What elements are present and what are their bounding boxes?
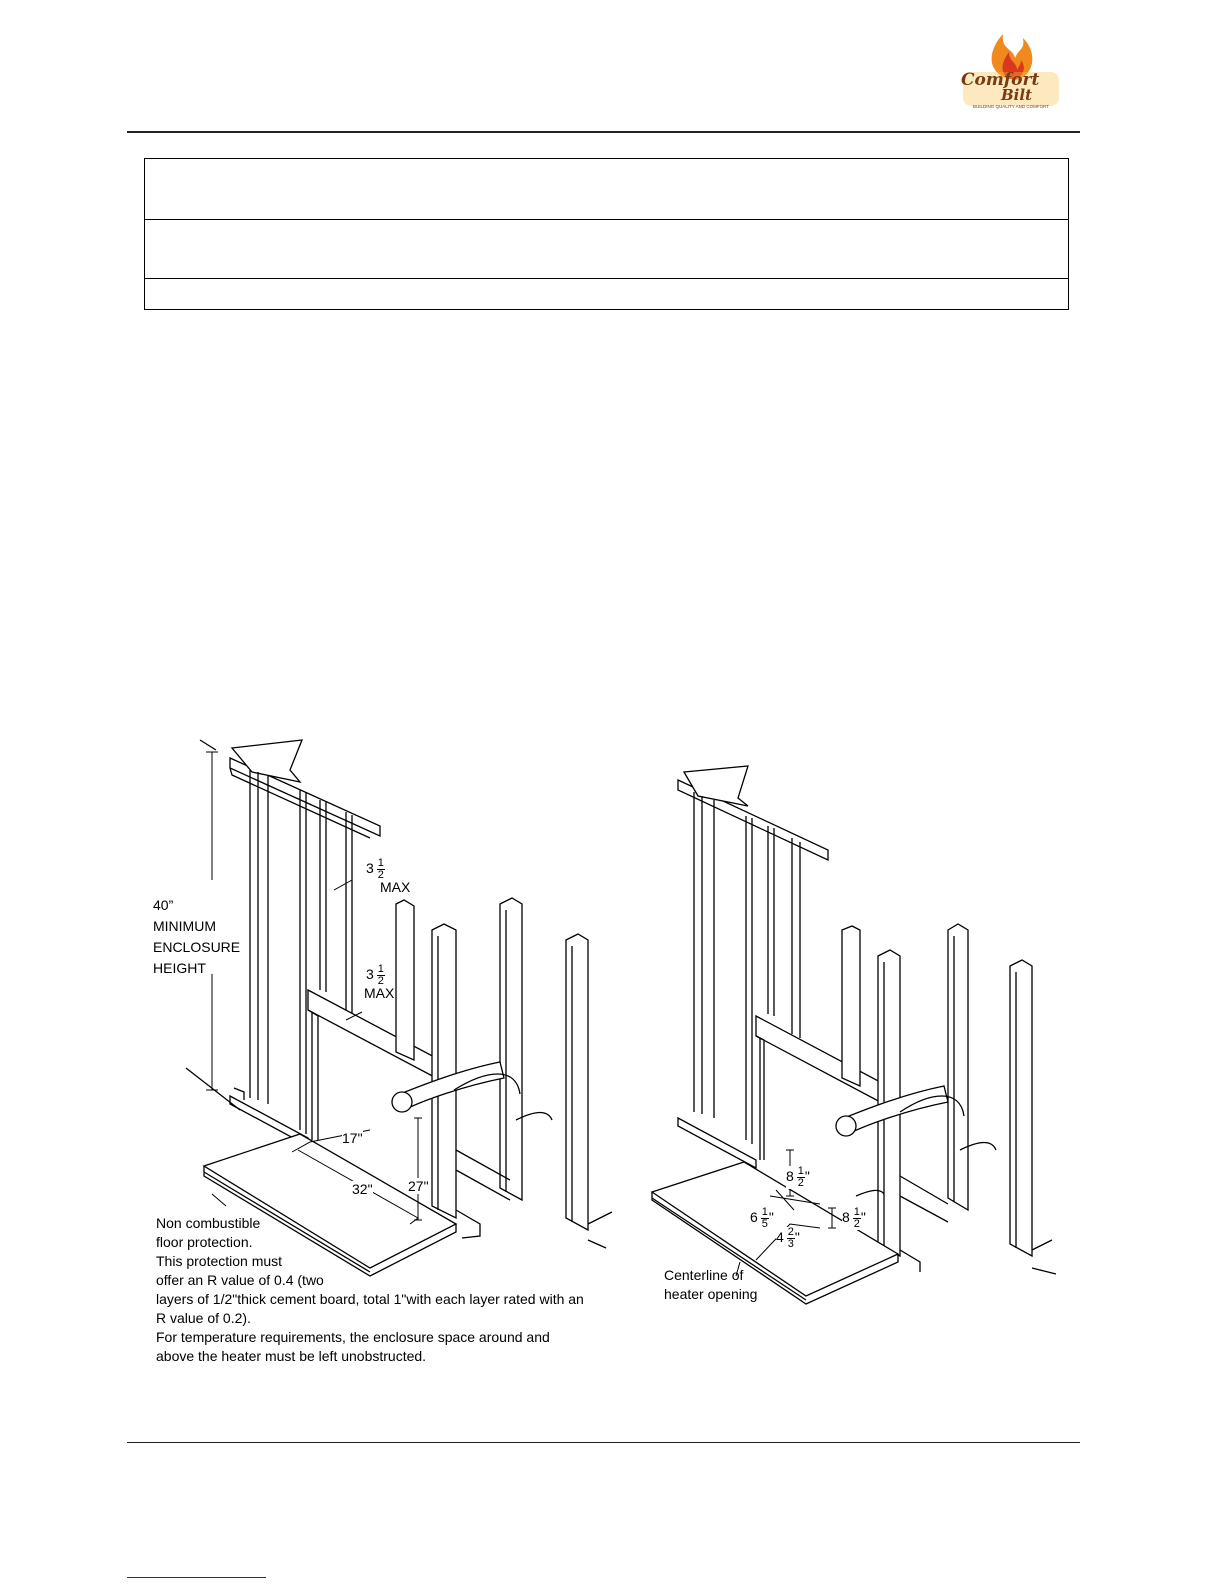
dim-c-num: 2: [786, 1226, 795, 1239]
centerline-caption: Centerline of heater opening: [664, 1266, 757, 1304]
dim-top-num: 1: [376, 857, 385, 870]
table-row: [144, 158, 1069, 220]
header-rule: [127, 131, 1080, 133]
dim-17: 17": [342, 1130, 363, 1146]
dim-mid-den: 2: [377, 975, 384, 987]
footer-link-underline[interactable]: [127, 1577, 266, 1578]
dim-c-den: 3: [787, 1238, 794, 1250]
caption-line: above the heater must be left unobstruct…: [156, 1348, 427, 1364]
logo-line1: Comfort: [961, 70, 1040, 90]
dim-b-den: 5: [761, 1218, 768, 1230]
caption-line: For temperature requirements, the enclos…: [156, 1329, 550, 1345]
caption-line: Centerline of: [664, 1267, 744, 1283]
dim-a-unit: ": [804, 1168, 810, 1185]
floor-protection-caption: Non combustible floor protection. This p…: [156, 1214, 584, 1366]
dim-a-den: 2: [797, 1177, 804, 1189]
height-value: 40”: [153, 897, 174, 913]
dim-c-whole: 4: [776, 1229, 784, 1246]
dim-top-whole: 3: [366, 860, 374, 877]
dim-mid-max-text: MAX: [364, 985, 395, 1001]
logo-line2: Bilt: [1001, 86, 1033, 104]
enclosure-height-label: 40” MINIMUM ENCLOSURE HEIGHT: [153, 895, 240, 979]
dim-top-den: 2: [377, 869, 384, 881]
dim-b-unit: ": [768, 1209, 774, 1226]
dim-a-whole: 8: [786, 1168, 794, 1185]
dim-a-num: 1: [796, 1165, 805, 1178]
dim-d-unit: ": [860, 1209, 866, 1226]
height-text-3: HEIGHT: [153, 960, 206, 976]
dim-b-num: 1: [760, 1206, 769, 1219]
caption-line: R value of 0.2).: [156, 1310, 251, 1326]
caption-line: Non combustible: [156, 1215, 261, 1231]
height-text-2: ENCLOSURE: [153, 939, 241, 955]
footer-rule: [127, 1442, 1080, 1443]
dim-c-unit: ": [794, 1229, 800, 1246]
logo-tagline: BUILDING QUALITY AND COMFORT: [972, 104, 1050, 109]
flame-icon: [963, 34, 1059, 106]
dim-mid-num: 1: [376, 963, 385, 976]
dim-32: 32": [352, 1181, 373, 1197]
empty-info-table: [144, 158, 1069, 310]
dim-27: 27": [408, 1178, 429, 1194]
height-text-1: MINIMUM: [153, 918, 216, 934]
dim-b-whole: 6: [750, 1209, 758, 1226]
caption-line: heater opening: [664, 1286, 758, 1302]
right-framing-lines: [650, 765, 1057, 1305]
caption-line: This protection must: [156, 1253, 283, 1269]
dim-d-den: 2: [853, 1218, 860, 1230]
caption-line: layers of 1/2"thick cement board, total …: [156, 1291, 584, 1307]
company-logo: Comfort Bilt BUILDING QUALITY AND COMFOR…: [955, 28, 1065, 120]
dim-top-max-text: MAX: [380, 879, 411, 895]
dim-mid-whole: 3: [366, 966, 374, 983]
dim-d-num: 1: [852, 1206, 861, 1219]
caption-line: floor protection.: [156, 1234, 253, 1250]
caption-line: offer an R value of 0.4 (two: [156, 1272, 324, 1288]
left-framing-lines: [185, 739, 613, 1277]
dim-d-whole: 8: [842, 1209, 850, 1226]
table-row: [144, 278, 1069, 310]
